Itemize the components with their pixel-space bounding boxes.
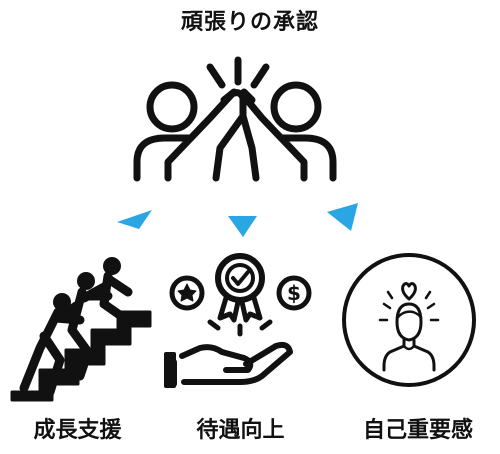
node-label-self-importance: 自己重要感 [362, 418, 473, 443]
node-label-treatment: 待遇向上 [196, 418, 285, 443]
high-five-icon [133, 56, 337, 182]
arrow-center [228, 216, 257, 237]
arrows [117, 203, 358, 237]
person-heart-icon [342, 253, 476, 387]
person-circle [342, 253, 476, 387]
arrow-right [327, 203, 358, 231]
svg-text:$: $ [287, 281, 301, 305]
medal-check-icon [215, 253, 265, 323]
arrow-left [117, 210, 152, 229]
stair-climbing-helping-hand-icon [10, 257, 152, 402]
star-coin-icon [169, 275, 205, 311]
diagram-title: 頑張りの承認 [180, 10, 319, 35]
reward-hand-icon: $ [164, 253, 312, 388]
dollar-coin-icon: $ [276, 275, 312, 311]
node-label-growth: 成長支援 [33, 418, 122, 443]
